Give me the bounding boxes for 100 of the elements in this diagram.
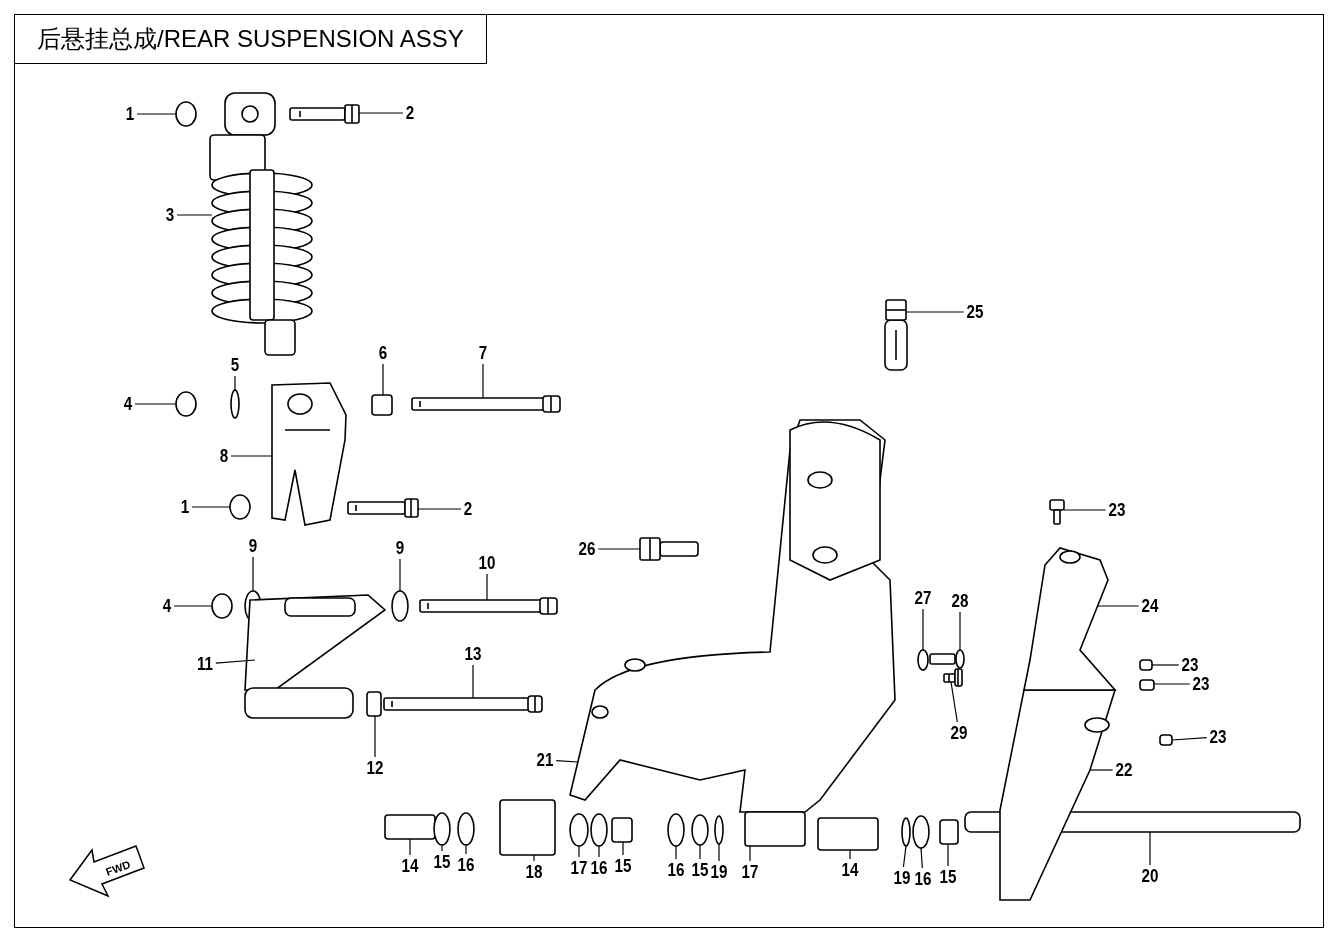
- swingarm-drawing: [569, 419, 896, 813]
- callout-number: 18: [524, 862, 544, 882]
- callout-number: 23: [1180, 655, 1200, 675]
- leader-line: [409, 838, 411, 856]
- leader-line: [1171, 737, 1208, 741]
- leader-line: [252, 556, 254, 592]
- leader-line: [417, 508, 462, 510]
- bolt-drawing: [929, 649, 965, 669]
- leader-line: [578, 845, 580, 858]
- leader-line: [675, 845, 677, 860]
- leader-line: [191, 506, 231, 508]
- seal-drawing: [667, 813, 685, 847]
- sleeve-drawing: [499, 799, 556, 856]
- chain-guard-drawing: [999, 689, 1117, 901]
- bolt-drawing: [639, 537, 699, 561]
- callout-number: 1: [124, 104, 136, 124]
- title-box: 后悬挂总成/REAR SUSPENSION ASSY: [14, 14, 487, 64]
- callout-number: 2: [462, 499, 474, 519]
- callout-number: 6: [377, 343, 389, 363]
- callout-number: 15: [613, 856, 633, 876]
- leader-line: [1097, 605, 1140, 607]
- bushing-drawing: [939, 819, 959, 845]
- bolt-drawing: [419, 597, 558, 615]
- seal-drawing: [590, 813, 608, 847]
- callout-number: 4: [122, 394, 134, 414]
- leader-line: [215, 659, 256, 664]
- callout-number: 1: [179, 497, 191, 517]
- callout-number: 15: [432, 852, 452, 872]
- leader-line: [920, 847, 923, 869]
- callout-number: 23: [1191, 674, 1211, 694]
- bolt-drawing: [411, 395, 561, 413]
- leader-line: [486, 573, 488, 601]
- bolt-drawing: [383, 695, 543, 713]
- chain-guard-drawing: [1023, 547, 1117, 691]
- washer-drawing: [917, 649, 929, 671]
- leader-line: [134, 403, 177, 405]
- bearing-drawing: [569, 813, 589, 847]
- bushing-drawing: [611, 817, 633, 843]
- shock-absorber-drawing: [209, 92, 313, 356]
- callout-number: 23: [1208, 727, 1228, 747]
- nut-drawing: [175, 391, 197, 417]
- leader-line: [922, 608, 924, 651]
- callout-number: 22: [1114, 760, 1134, 780]
- link-drawing: [244, 594, 387, 719]
- leader-line: [230, 455, 273, 457]
- leader-line: [176, 214, 213, 216]
- callout-number: 15: [938, 867, 958, 887]
- rocker-arm-drawing: [271, 382, 347, 526]
- leader-line: [905, 311, 965, 313]
- circlip-drawing: [901, 817, 911, 847]
- bolt-drawing: [347, 498, 419, 518]
- leader-line: [382, 363, 384, 396]
- bushing-drawing: [366, 691, 382, 717]
- callout-number: 14: [840, 860, 860, 880]
- leader-line: [136, 113, 177, 115]
- callout-number: 17: [569, 858, 589, 878]
- callout-number: 16: [666, 860, 686, 880]
- nut-drawing: [211, 593, 233, 619]
- callout-number: 21: [535, 750, 555, 770]
- leader-line: [555, 760, 579, 763]
- callout-number: 3: [164, 205, 176, 225]
- callout-number: 20: [1140, 866, 1160, 886]
- callout-number: 19: [892, 868, 912, 888]
- seal-drawing: [912, 815, 930, 849]
- leader-line: [598, 845, 600, 858]
- callout-number: 15: [690, 860, 710, 880]
- leader-line: [1063, 509, 1107, 511]
- callout-number: 24: [1140, 596, 1160, 616]
- sleeve-drawing: [744, 811, 806, 847]
- leader-line: [597, 548, 641, 550]
- leader-line: [849, 849, 851, 860]
- leader-line: [533, 854, 535, 862]
- callout-number: 11: [196, 654, 214, 674]
- callout-number: 7: [477, 343, 489, 363]
- sleeve-drawing: [384, 814, 436, 840]
- sleeve-drawing: [817, 817, 879, 851]
- callout-number: 13: [463, 644, 483, 664]
- callout-number: 14: [400, 856, 420, 876]
- leader-line: [173, 605, 213, 607]
- bushing-drawing: [371, 394, 393, 416]
- screw-drawing: [1049, 499, 1065, 525]
- screw-drawing: [1159, 734, 1173, 746]
- callout-number: 9: [247, 536, 259, 556]
- callout-number: 4: [161, 596, 173, 616]
- callout-number: 28: [950, 591, 970, 611]
- leader-line: [959, 611, 961, 651]
- seal-drawing: [457, 812, 475, 846]
- leader-line: [622, 841, 624, 856]
- callout-number: 9: [394, 538, 406, 558]
- leader-line: [1089, 769, 1114, 771]
- bearing-drawing: [433, 812, 451, 846]
- nut-drawing: [175, 101, 197, 127]
- leader-line: [1149, 831, 1151, 866]
- leader-line: [234, 375, 236, 391]
- callout-number: 12: [365, 758, 385, 778]
- screw-drawing: [1139, 659, 1153, 671]
- screw-drawing: [943, 668, 963, 687]
- callout-number: 5: [229, 355, 241, 375]
- leader-line: [399, 558, 401, 592]
- screw-drawing: [1139, 679, 1155, 691]
